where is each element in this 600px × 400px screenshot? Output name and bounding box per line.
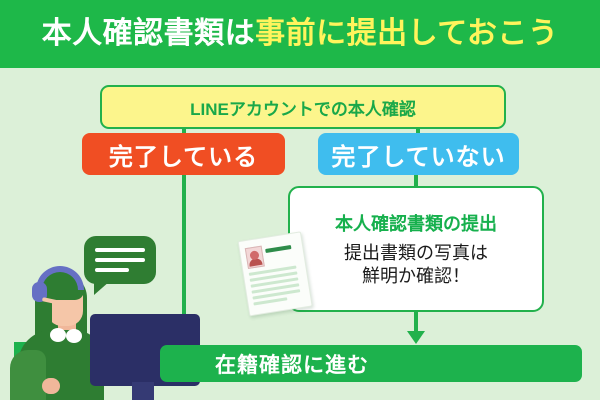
- id-document-icon: [237, 231, 313, 317]
- option-completed-label: 完了している: [108, 143, 259, 171]
- speech-bubble-line: [95, 248, 145, 252]
- connector-card-to-result: [414, 312, 418, 333]
- operator-with-headset-illustration: [0, 230, 200, 400]
- page-title: 本人確認書類は事前に提出しておこう: [42, 19, 559, 49]
- option-not-completed[interactable]: 完了していない: [318, 133, 519, 175]
- page-title-white-part: 本人確認書類は: [41, 17, 256, 50]
- question-label: LINEアカウントでの本人確認: [190, 99, 416, 119]
- document-photo: [244, 245, 265, 270]
- arrowhead-card-to-result: [407, 331, 425, 344]
- operator-arm: [10, 350, 46, 400]
- headset-band-icon: [36, 266, 84, 290]
- operator-collar-left: [50, 328, 66, 342]
- connector-blue-to-card: [414, 175, 418, 188]
- speech-bubble-icon: [84, 236, 156, 295]
- info-card-title: 本人確認書類の提出: [335, 213, 497, 234]
- info-card-line-1: 提出書類の写真は: [344, 242, 488, 263]
- option-completed[interactable]: 完了している: [82, 133, 285, 175]
- connector-question-to-red: [182, 129, 186, 135]
- monitor-stand: [132, 382, 154, 400]
- speech-bubble-line: [95, 258, 145, 262]
- info-card: 本人確認書類の提出 提出書類の写真は 鮮明か確認！: [288, 186, 544, 312]
- connector-red-to-result: [182, 175, 186, 333]
- operator-collar-right: [66, 329, 82, 343]
- info-card-line-2: 鮮明か確認！: [362, 266, 470, 286]
- speech-bubble-line: [95, 268, 129, 272]
- question-box: LINEアカウントでの本人確認: [100, 85, 506, 129]
- result-label: 在籍確認に進む: [215, 353, 369, 377]
- operator-hand: [42, 378, 60, 394]
- option-not-completed-label: 完了していない: [331, 143, 506, 171]
- headset-earcup-icon: [32, 282, 47, 302]
- connector-question-to-blue: [416, 129, 420, 135]
- page-title-yellow-part: 事前に提出しておこう: [255, 17, 559, 50]
- header-banner: 本人確認書類は事前に提出しておこう: [0, 0, 600, 68]
- result-bar: 在籍確認に進む: [160, 345, 582, 382]
